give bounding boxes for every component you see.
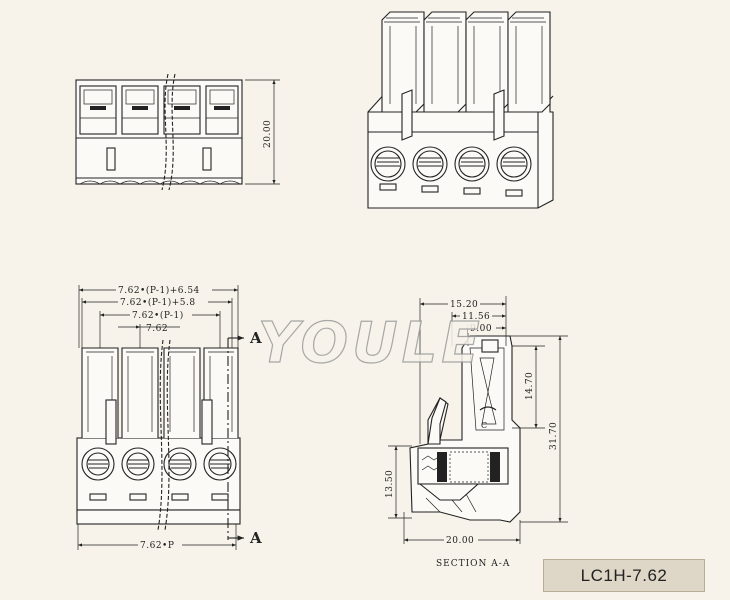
iso-towers <box>381 11 551 113</box>
dim-front-3: 7.62•(P-1) <box>132 310 184 321</box>
dim-sec-h2: 31.70 <box>549 422 559 450</box>
model-label-box: LC1H-7.62 <box>543 559 705 592</box>
dim-sec-w3: 9.00 <box>470 324 492 334</box>
front-screws <box>81 447 237 481</box>
section-view: C 15.20 11.56 9.00 14.70 31.70 <box>385 296 568 569</box>
dim-front-1: 7.62•(P-1)+6.54 <box>118 285 200 296</box>
dim-sec-bottom: 20.00 <box>446 536 474 546</box>
section-marker-bottom: A <box>249 529 262 547</box>
front-towers <box>81 347 239 438</box>
dim-front-4: 7.62 <box>146 324 168 334</box>
iso-screws <box>370 146 532 182</box>
top-view-slots <box>79 85 239 135</box>
top-view: 20.00 <box>75 73 280 191</box>
isometric-view <box>367 11 554 209</box>
svg-text:C: C <box>481 421 488 430</box>
section-caption: SECTION A-A <box>436 559 510 569</box>
watermark-text: YOULE <box>258 311 484 376</box>
dim-front-bottom: 7.62•P <box>140 541 174 551</box>
dim-front-2: 7.62•(P-1)+5.8 <box>120 297 196 308</box>
model-label: LC1H-7.62 <box>580 565 668 585</box>
dim-sec-h3: 13.50 <box>385 470 395 498</box>
front-view: A A 7.62•(P-1)+6.54 7.62•(P-1)+5.8 7.62•… <box>76 283 262 551</box>
dim-sec-h1: 14.70 <box>525 372 535 400</box>
section-marker-top: A <box>249 329 262 347</box>
dim-sec-w1: 15.20 <box>450 300 478 310</box>
dim-top-view-height: 20.00 <box>263 120 273 148</box>
dim-sec-w2: 11.56 <box>462 312 490 322</box>
